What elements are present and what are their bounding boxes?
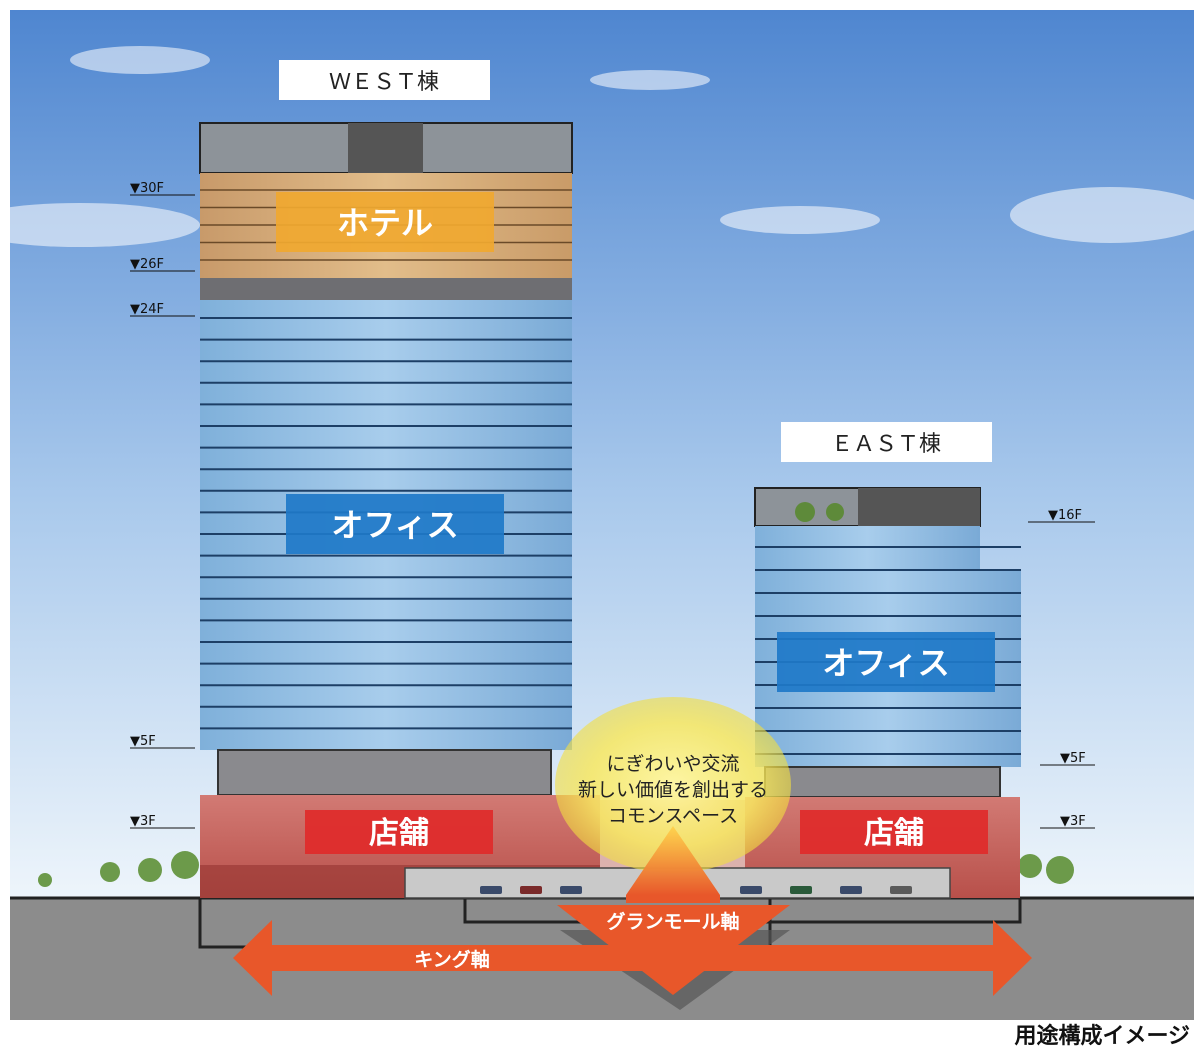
floor-marker-west-3: ▼5F [130, 734, 156, 749]
east-podium [764, 766, 1001, 798]
floor-marker-west-1: ▼26F [130, 257, 164, 272]
east-retail-label: 店舗 [864, 816, 924, 851]
commons-glow [555, 697, 791, 873]
west-tower-name: ＷＥＳＴ棟 [329, 70, 439, 95]
floor-marker-west-0: ▼30F [130, 181, 164, 196]
commons-line1: にぎわいや交流 [606, 753, 739, 775]
west-podium [217, 749, 552, 796]
west-office-label-box [286, 494, 504, 554]
floor-marker-east-0: ▼16F [1048, 508, 1082, 523]
floor-marker-east-1: ▼5F [1060, 751, 1086, 766]
king-axis-arrow [233, 920, 1032, 996]
commons-line2: 新しい価値を創出する [578, 779, 768, 801]
west-label-box [279, 60, 490, 100]
floor-marker-east-2: ▼3F [1060, 814, 1086, 829]
east-office-label-box [777, 632, 995, 692]
east-retail-label-box [800, 810, 988, 854]
grand-mall-axis-label: グランモール軸 [606, 910, 739, 933]
caption: 用途構成イメージ [1014, 1024, 1190, 1049]
west-retail-label: 店舗 [369, 816, 429, 851]
street-trees [38, 851, 1074, 887]
east-tower-name: ＥＡＳＴ棟 [831, 432, 941, 457]
hotel-label-box [276, 192, 494, 252]
east-office-floors-upper [755, 526, 980, 571]
west-retail-label-box [305, 810, 493, 854]
cars [480, 886, 912, 894]
floor-marker-west-4: ▼3F [130, 814, 156, 829]
east-label-box [781, 422, 992, 462]
hotel-label: ホテル [337, 204, 433, 242]
commons-line3: コモンスペース [608, 805, 738, 827]
grand-mall-axis-arrow [626, 826, 720, 895]
east-office-label: オフィス [822, 644, 949, 682]
west-office-label: オフィス [331, 506, 458, 544]
king-axis-label: キング軸 [414, 948, 489, 971]
floor-marker-west-2: ▼24F [130, 302, 164, 317]
